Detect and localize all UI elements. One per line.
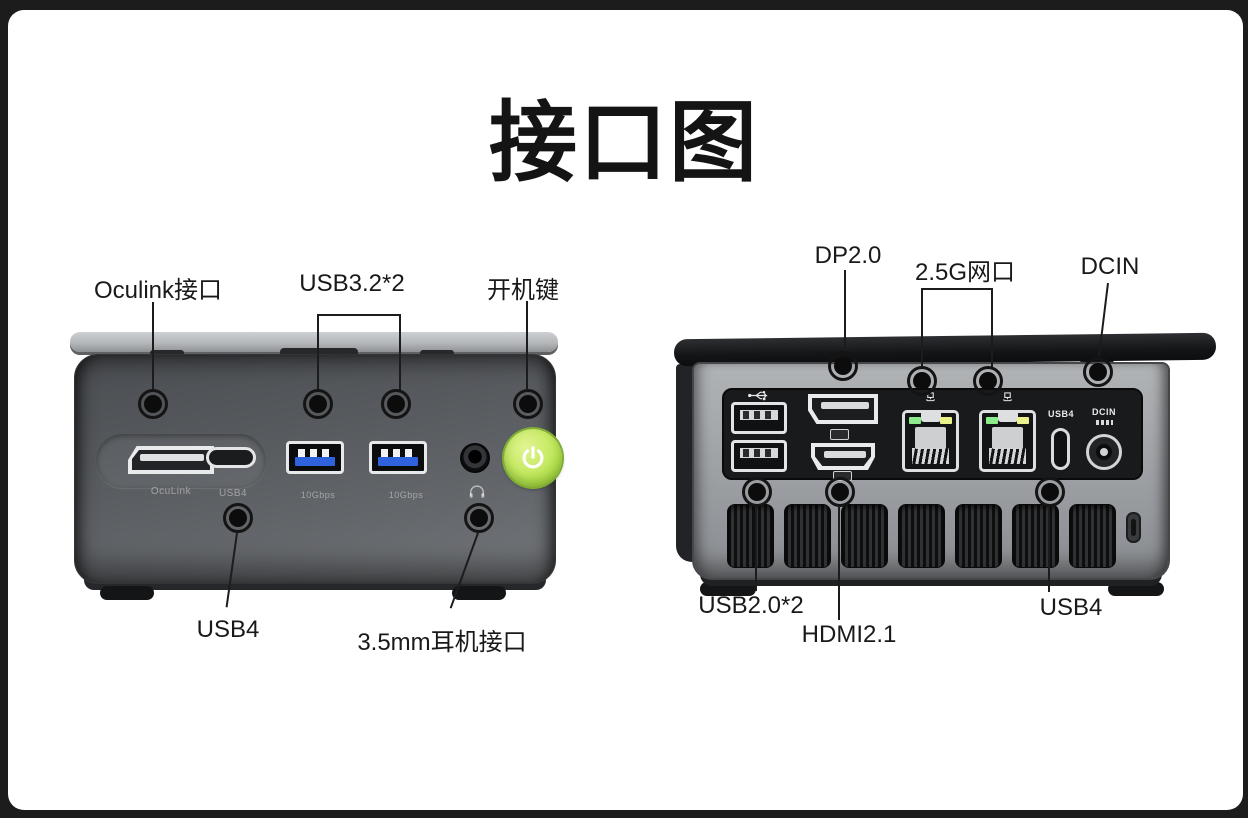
power-icon: [522, 446, 544, 469]
callout-bracket: [317, 314, 401, 391]
silk-label-usb-speed: 10Gbps: [388, 490, 424, 500]
ethernet-port-2: [979, 410, 1036, 472]
rj45-pins: [912, 448, 949, 464]
front-device-lid: [70, 332, 558, 352]
power-button: [504, 429, 562, 487]
rj45-pins: [989, 448, 1026, 464]
vent-grille: [1069, 504, 1116, 568]
ethernet-port-1: [902, 410, 959, 472]
usb4-type-c-port-rear: [1051, 428, 1070, 470]
rj45-body: [915, 427, 946, 449]
oculink-port: [128, 446, 214, 474]
callout-dot-hdmi: [825, 477, 855, 507]
callout-dot-oculink: [138, 389, 168, 419]
callout-label-lan: 2.5G网口: [914, 259, 1016, 286]
callout-line: [1048, 507, 1050, 592]
hdmi-port-slot: [824, 451, 866, 458]
usb4-type-c-port: [206, 447, 256, 468]
page-title: 接口图: [488, 93, 759, 192]
callout-label-power: 开机键: [487, 277, 559, 304]
callout-dot-usb3-1: [303, 389, 333, 419]
headphone-jack: [460, 443, 490, 473]
callout-label-dp: DP2.0: [814, 242, 882, 269]
rj45-tab: [920, 413, 941, 422]
rj45-body: [992, 427, 1023, 449]
device-foot: [100, 586, 154, 600]
usb4-port-label: USB4: [1047, 409, 1075, 419]
callout-label-oculink: Oculink接口: [93, 277, 223, 304]
lan-led-green: [909, 417, 921, 424]
callout-label-headphone: 3.5mm耳机接口: [357, 629, 527, 656]
callout-line: [755, 507, 757, 591]
device-foot: [452, 586, 506, 600]
dcin-port-label: DCIN: [1092, 407, 1116, 417]
kensington-lock-slot: [1126, 512, 1141, 543]
usb-trident-icon: [747, 390, 769, 401]
vent-grille: [1012, 504, 1059, 568]
network-icon: [1001, 392, 1014, 402]
vent-grille: [898, 504, 945, 568]
callout-dot-usb2: [742, 477, 772, 507]
callout-label-dcin: DCIN: [1080, 253, 1140, 280]
callout-label-usb4: USB4: [196, 616, 260, 643]
callout-dot-dcin: [1083, 357, 1113, 387]
vent-grille: [727, 504, 774, 568]
callout-label-usb32: USB3.2*2: [299, 270, 405, 297]
dcin-icon: [1096, 420, 1113, 425]
vent-grille: [955, 504, 1002, 568]
callout-dot-lan1: [907, 366, 937, 396]
callout-line: [844, 270, 846, 351]
callout-dot-dp: [828, 351, 858, 381]
callout-dot-lan2: [973, 366, 1003, 396]
dp-badge: [830, 429, 849, 440]
callout-dot-usb3-2: [381, 389, 411, 419]
vent-grille: [841, 504, 888, 568]
callout-dot-power: [513, 389, 543, 419]
usb3-port-2: [369, 441, 427, 474]
callout-bracket: [921, 288, 993, 368]
callout-dot-headphone: [464, 503, 494, 533]
oculink-port-slot: [140, 454, 204, 461]
rear-device-side: [676, 364, 694, 562]
vent-grille: [784, 504, 831, 568]
dcin-jack: [1086, 434, 1122, 470]
callout-dot-usb4: [223, 503, 253, 533]
dp-port: [808, 394, 878, 424]
silk-label-oculink: OcuLink: [150, 486, 192, 497]
callout-label-usb2: USB2.0*2: [698, 592, 804, 619]
lan-led-yellow: [940, 417, 952, 424]
lan-led-yellow: [1017, 417, 1029, 424]
callout-label-usb4-rear: USB4: [1039, 594, 1103, 621]
dp-port-slot: [821, 402, 869, 409]
rj45-tab: [997, 413, 1018, 422]
callout-line: [152, 302, 154, 389]
usb2-port-1: [731, 402, 787, 434]
usb3-port-1: [286, 441, 344, 474]
lan-led-green: [986, 417, 998, 424]
silk-label-usb-speed: 10Gbps: [300, 490, 336, 500]
headphone-icon: [468, 484, 486, 499]
callout-line: [526, 301, 528, 389]
callout-dot-usb4-rear: [1035, 477, 1065, 507]
callout-label-hdmi: HDMI2.1: [801, 621, 897, 648]
hdmi-port: [811, 443, 875, 470]
usb2-port-2: [731, 440, 787, 472]
callout-line: [838, 507, 840, 620]
silk-label-usb4: USB4: [218, 488, 248, 499]
